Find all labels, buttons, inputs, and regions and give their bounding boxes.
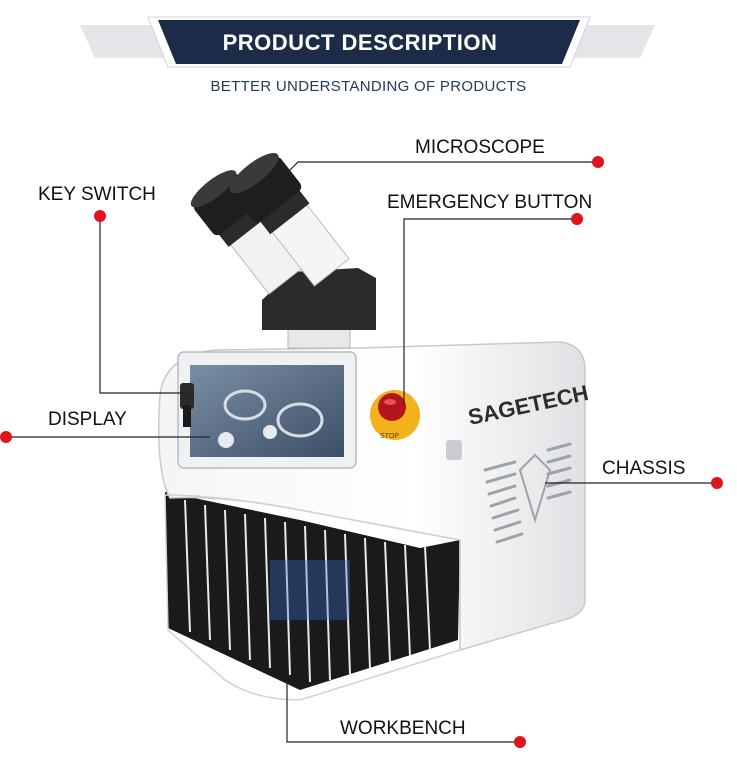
chassis-label: CHASSIS [602,458,686,479]
stop-text: STOP [380,433,399,440]
display-screen [177,351,357,469]
display-label: DISPLAY [48,409,127,430]
microscope-label: MICROSCOPE [415,137,545,158]
emergency-stop-button: STOP [370,390,420,440]
header-banner [0,0,737,110]
emergency-button-label: EMERGENCY BUTTON [387,192,593,213]
page-subtitle: BETTER UNDERSTANDING OF PRODUCTS [210,78,527,95]
workbench-label: WORKBENCH [340,718,466,739]
banner-graphic [80,16,655,68]
page-title: PRODUCT DESCRIPTION [222,30,498,55]
microscope [190,153,376,349]
workbench [165,492,460,690]
key-switch-label: KEY SWITCH [38,184,156,205]
